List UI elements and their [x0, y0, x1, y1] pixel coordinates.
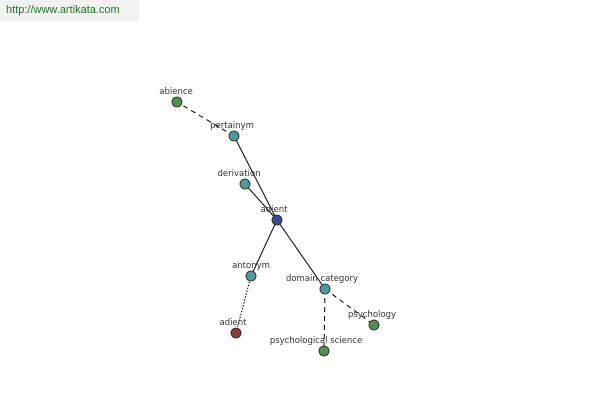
node-psychology[interactable]: psychology — [348, 310, 396, 331]
edge-adient-center-pertainym — [233, 135, 278, 221]
node-domain-category[interactable]: domain category — [286, 274, 358, 295]
node-marker[interactable] — [271, 214, 283, 226]
node-adient-antonym[interactable]: adient — [220, 318, 248, 339]
node-abience[interactable]: abience — [159, 87, 193, 108]
node-marker[interactable] — [318, 345, 330, 357]
nodes-layer: abience pertainym derivation adient antonym d… — [159, 87, 396, 357]
node-label: domain category — [286, 274, 358, 284]
node-marker[interactable] — [230, 327, 242, 339]
edge-domain-category-psychological-science — [323, 288, 326, 352]
node-marker[interactable] — [319, 283, 331, 295]
node-label: derivation — [217, 169, 260, 179]
edge-pertainym-abience — [176, 101, 235, 137]
edge-domain-category-psychology — [324, 288, 375, 326]
node-marker[interactable] — [245, 270, 257, 282]
node-marker[interactable] — [239, 178, 251, 190]
edge-adient-center-derivation — [244, 183, 278, 221]
node-label: psychology — [348, 310, 396, 320]
node-marker[interactable] — [368, 319, 380, 331]
node-derivation[interactable]: derivation — [217, 169, 261, 190]
node-label: psychological science — [270, 336, 362, 346]
node-label: pertainym — [210, 121, 254, 131]
node-label: antonym — [232, 261, 270, 271]
node-label: abience — [159, 87, 193, 97]
node-antonym[interactable]: antonym — [232, 261, 270, 282]
edge-antonym-adient-antonym — [235, 275, 252, 334]
node-psychological-science[interactable]: psychological science — [270, 336, 362, 357]
edge-adient-center-antonym — [250, 219, 278, 277]
node-marker[interactable] — [171, 96, 183, 108]
node-marker[interactable] — [228, 130, 240, 142]
url-banner[interactable]: http://www.artikata.com — [0, 0, 139, 21]
node-label: adient — [261, 205, 289, 215]
node-adient-center[interactable]: adient — [261, 205, 289, 226]
edge-adient-center-domain-category — [276, 219, 326, 290]
node-pertainym[interactable]: pertainym — [210, 121, 254, 142]
edges-layer — [176, 101, 375, 352]
node-label: adient — [220, 318, 248, 328]
